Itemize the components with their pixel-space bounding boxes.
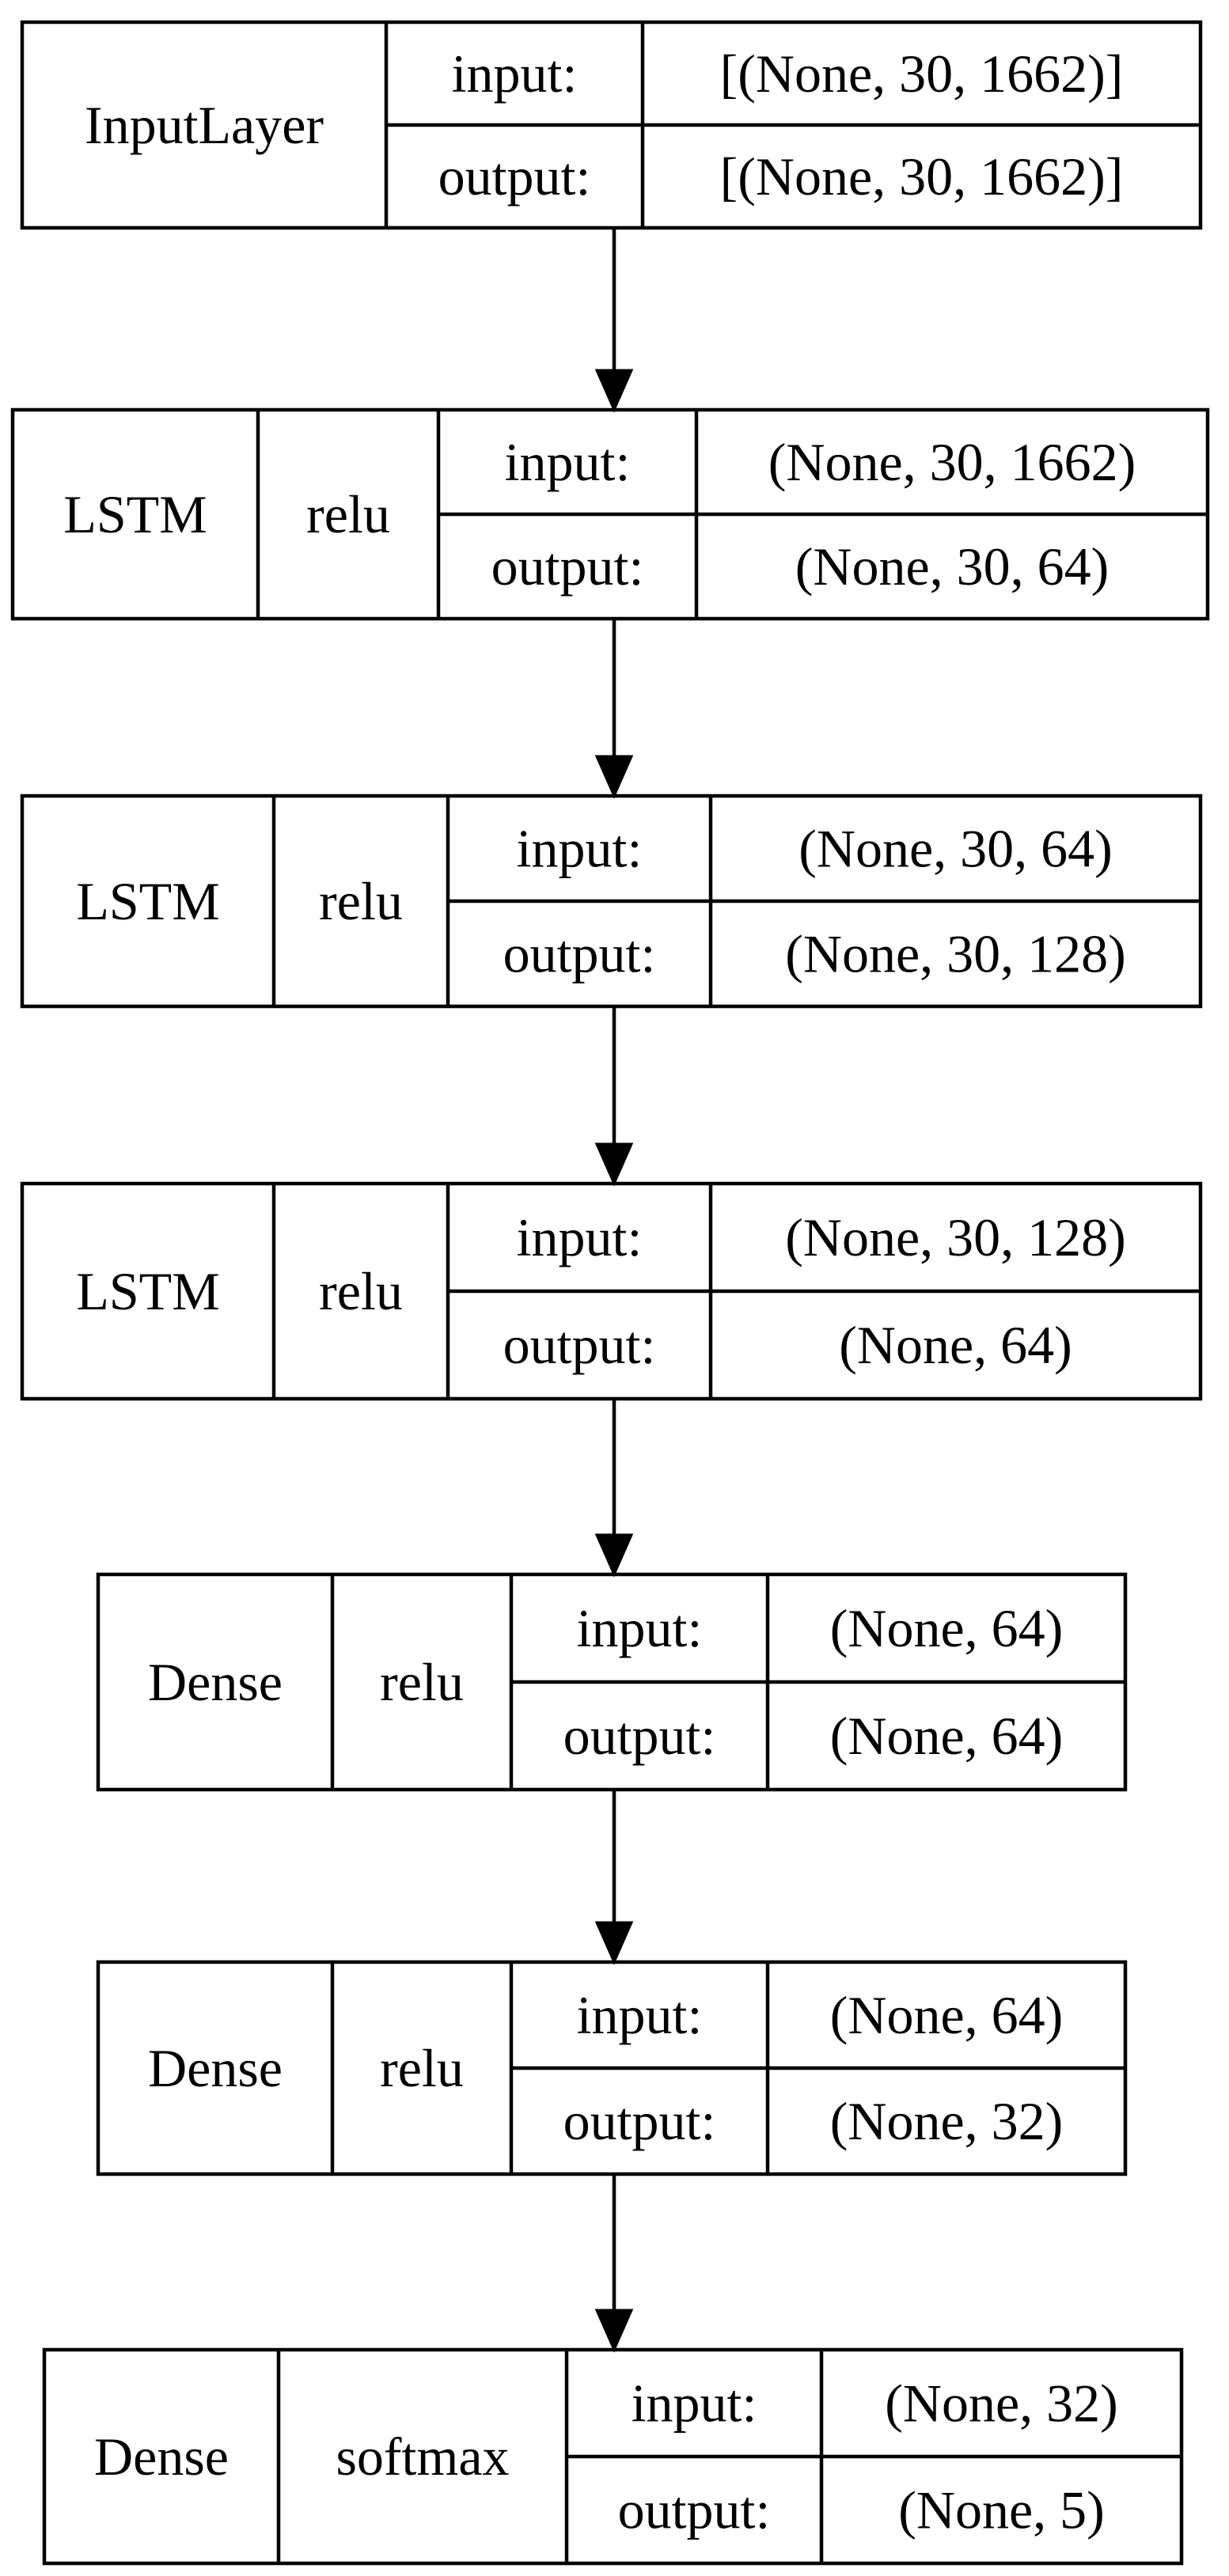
output-shape: (None, 30, 128) xyxy=(785,924,1126,984)
edge-arrow xyxy=(594,1399,634,1578)
output-shape: (None, 30, 64) xyxy=(795,536,1110,597)
output-shape: (None, 64) xyxy=(839,1315,1072,1375)
edges-layer xyxy=(594,228,634,2353)
edge-arrow xyxy=(594,619,634,799)
activation-label: softmax xyxy=(336,2426,509,2487)
arrowhead xyxy=(594,755,634,799)
output-shape: (None, 32) xyxy=(830,2091,1064,2151)
arrowhead xyxy=(594,1533,634,1578)
layer-node: LSTM relu input: output: (None, 30, 1662) (No… xyxy=(10,407,1210,621)
input-label: input: xyxy=(505,432,631,492)
output-shape: [(None, 30, 1662)] xyxy=(720,146,1124,206)
layer-type-label: Dense xyxy=(148,2038,283,2098)
layer-node: Dense relu input: output: (None, 64) (None, 6… xyxy=(96,1572,1128,1792)
layer-node: LSTM relu input: output: (None, 30, 64) (None… xyxy=(20,794,1203,1009)
nodes-layer: InputLayer input: output: [(None, 30, 1662)… xyxy=(10,20,1210,2566)
input-shape: (None, 64) xyxy=(830,1985,1064,2045)
layer-type-label: LSTM xyxy=(76,1261,219,1321)
layer-type-label: LSTM xyxy=(76,871,219,931)
arrowhead xyxy=(594,1921,634,1965)
input-label: input: xyxy=(452,44,578,104)
output-label: output: xyxy=(563,2091,716,2151)
activation-label: relu xyxy=(319,1261,403,1321)
input-shape: (None, 30, 128) xyxy=(785,1207,1126,1267)
edge-arrow xyxy=(594,2174,634,2353)
output-shape: (None, 64) xyxy=(830,1706,1064,1766)
layer-type-label: InputLayer xyxy=(85,95,324,155)
input-label: input: xyxy=(517,819,643,879)
input-shape: (None, 32) xyxy=(885,2373,1118,2434)
activation-label: relu xyxy=(306,484,390,544)
output-label: output: xyxy=(563,1706,716,1766)
layer-type-label: Dense xyxy=(94,2426,229,2487)
edge-arrow xyxy=(594,228,634,413)
arrowhead xyxy=(594,2309,634,2353)
layer-node: Dense relu input: output: (None, 64) (None, 3… xyxy=(96,1960,1128,2176)
output-label: output: xyxy=(491,536,644,597)
input-shape: (None, 64) xyxy=(830,1598,1064,1658)
output-label: output: xyxy=(503,1315,656,1375)
activation-label: relu xyxy=(319,871,403,931)
input-shape: (None, 30, 64) xyxy=(798,819,1113,879)
input-label: input: xyxy=(577,1598,703,1658)
layer-type-label: Dense xyxy=(148,1652,283,1712)
output-label: output: xyxy=(503,924,656,984)
arrowhead xyxy=(594,369,634,413)
layer-node: InputLayer input: output: [(None, 30, 1662)… xyxy=(20,20,1203,230)
input-label: input: xyxy=(517,1207,643,1267)
input-shape: [(None, 30, 1662)] xyxy=(720,44,1124,104)
edge-arrow xyxy=(594,1006,634,1187)
layer-node: LSTM relu input: output: (None, 30, 128) (Non… xyxy=(20,1181,1203,1401)
layer-node: Dense softmax input: output: (None, 32) (None… xyxy=(42,2347,1184,2566)
activation-label: relu xyxy=(380,2038,464,2098)
input-label: input: xyxy=(632,2373,757,2434)
layer-type-label: LSTM xyxy=(63,484,207,544)
input-label: input: xyxy=(577,1985,703,2045)
edge-arrow xyxy=(594,1790,634,1965)
output-shape: (None, 5) xyxy=(898,2480,1105,2540)
output-label: output: xyxy=(618,2480,771,2540)
activation-label: relu xyxy=(380,1652,464,1712)
input-shape: (None, 30, 1662) xyxy=(768,432,1136,492)
arrowhead xyxy=(594,1142,634,1187)
output-label: output: xyxy=(438,146,591,206)
